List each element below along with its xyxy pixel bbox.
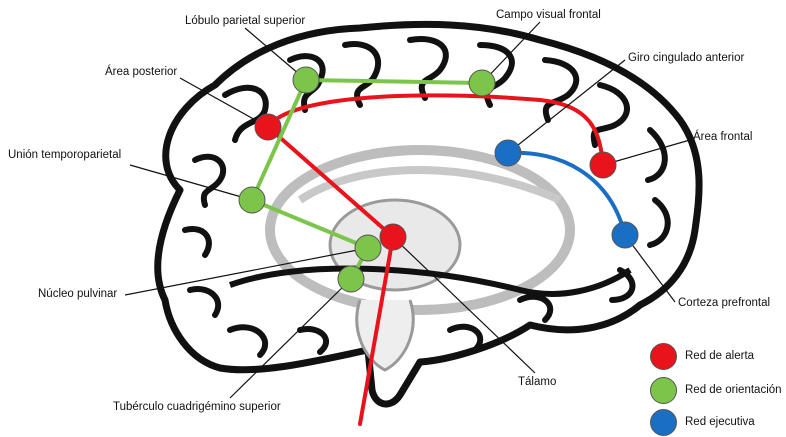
label-area-frontal: Área frontal [693,130,752,144]
legend-label-ejecutiva: Red ejecutiva [685,416,755,428]
node-nucleo-pulvinar [355,235,381,261]
node-giro-cingulado-anterior [495,140,521,166]
label-union-temporoparietal: Unión temporoparietal [8,148,121,162]
label-campo-visual-frontal: Campo visual frontal [496,8,601,22]
node-campo-visual-frontal [469,70,495,96]
legend-item-orientacion: Red de orientación [650,375,782,405]
label-talamo: Tálamo [518,375,556,389]
node-area-frontal [590,152,616,178]
legend-swatch-orientacion [650,377,677,404]
label-nucleo-pulvinar: Núcleo pulvinar [38,287,117,301]
label-area-posterior: Área posterior [105,65,177,79]
legend-swatch-alerta [650,343,677,370]
legend-label-orientacion: Red de orientación [685,384,782,396]
node-area-posterior [255,114,281,140]
node-tuberculo-cuadrigemino [338,266,364,292]
node-lobulo-parietal-superior [293,67,319,93]
legend-item-alerta: Red de alerta [650,341,754,371]
label-lobulo-parietal-superior: Lóbulo parietal superior [185,14,305,28]
label-corteza-prefrontal: Corteza prefrontal [678,296,770,310]
legend-item-ejecutiva: Red ejecutiva [650,407,755,437]
node-corteza-prefrontal [612,222,638,248]
legend-swatch-ejecutiva [650,409,677,436]
node-union-temporoparietal [239,187,265,213]
label-giro-cingulado-anterior: Giro cingulado anterior [628,51,744,65]
label-tuberculo-cuadrigemino-superior: Tubérculo cuadrigémino superior [113,400,281,414]
node-talamo [380,224,406,250]
legend-label-alerta: Red de alerta [685,350,754,362]
